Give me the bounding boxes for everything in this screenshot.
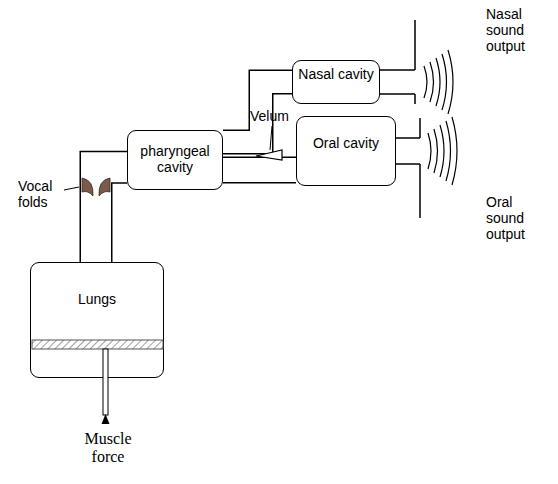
airway-tube [223,170,296,171]
output-label: Nasal sound output [486,6,552,54]
cavity-name: Lungs [78,291,116,307]
lungs-chamber: Lungs [30,262,164,378]
force-label: Muscle force [72,430,144,466]
vocal-fold [82,178,93,196]
force-arrow [102,414,110,424]
cavity-box: Nasal cavity [292,60,380,104]
piston-rod [103,349,108,415]
cavity-name: Nasal cavity [298,66,373,82]
leader-line [270,126,272,150]
part-label: Vocal folds [18,178,64,210]
cavity-box: pharyngeal cavity [127,130,223,190]
part-label: Velum [250,108,296,124]
cavity-name: pharyngeal cavity [133,143,217,175]
leader-line [64,187,79,190]
cavity-name: Oral cavity [313,135,379,151]
nasal-sound-waves [424,50,453,114]
piston [32,340,163,349]
velum-flap [256,150,282,160]
output-label: Oral sound output [486,194,552,242]
cavity-box: Oral cavity [296,116,396,186]
oral-sound-waves [428,117,457,185]
nasal-outlet [377,20,415,104]
oral-outlet [395,118,420,218]
airway-tube [96,167,127,262]
vocal-fold [99,178,110,196]
